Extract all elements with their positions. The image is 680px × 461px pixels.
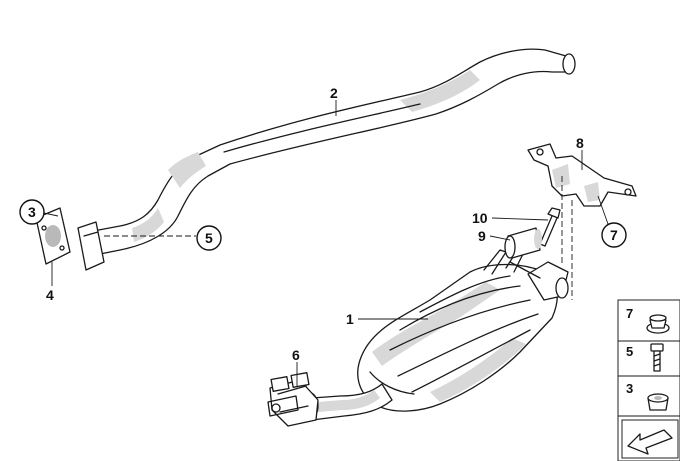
callout-2: 2 (330, 85, 338, 101)
leader-lines (43, 100, 609, 386)
legend-label-7: 7 (626, 306, 633, 321)
callout-1: 1 (346, 311, 354, 327)
part-9-rubber-mount (504, 227, 542, 259)
arrow-icon (621, 419, 679, 459)
callout-7: 7 (610, 227, 618, 243)
grommet-icon (646, 314, 670, 334)
callout-3: 3 (28, 204, 36, 220)
legend-label-5: 5 (626, 344, 633, 359)
leader-9 (489, 235, 511, 241)
pipe-flange (77, 221, 105, 271)
callout-10: 10 (472, 210, 488, 226)
screw-icon (650, 343, 664, 372)
callout-3-circle (19, 199, 45, 225)
callout-6: 6 (292, 347, 300, 363)
leader-7 (597, 195, 609, 225)
tail-pipe (311, 383, 393, 421)
callout-5: 5 (205, 230, 213, 246)
callout-7-circle (601, 222, 627, 248)
legend-label-3: 3 (626, 381, 633, 396)
part-4-gasket (35, 207, 71, 265)
leader-3 (43, 212, 59, 217)
part-10-bolt (539, 207, 561, 247)
part-6-clamp (267, 372, 319, 427)
leader-10 (491, 217, 549, 221)
callout-labels: 2 1 6 4 8 10 9 3 5 7 (19, 85, 627, 363)
callout-9: 9 (478, 228, 486, 244)
callout-4: 4 (46, 287, 54, 303)
part-8-hanger-bracket (527, 143, 637, 207)
small-parts-legend: 7 5 3 (617, 299, 680, 461)
callout-5-circle (196, 225, 222, 251)
nut-icon (647, 393, 669, 411)
part-2-intermediate-pipe (87, 48, 576, 257)
callout-8: 8 (576, 135, 584, 151)
part-1-rear-silencer (357, 245, 569, 412)
